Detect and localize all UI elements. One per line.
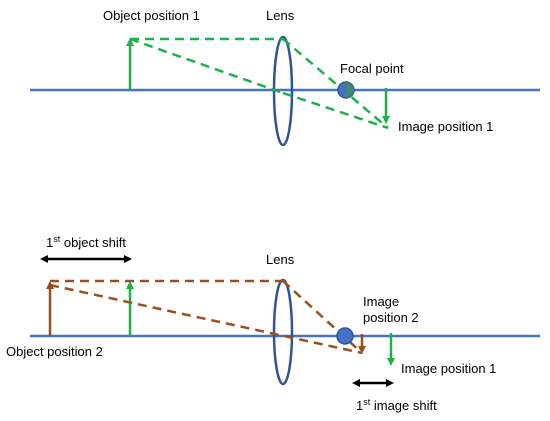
object-shift-text: object shift: [60, 235, 126, 250]
bottom-focal-point: [336, 327, 354, 345]
image-shift-sup: st: [363, 397, 371, 407]
image2-label-line2: position 2: [363, 310, 419, 325]
top-ray-focal: [282, 91, 389, 130]
bottom-lens: [272, 278, 294, 386]
object-shift-num: 1: [46, 235, 53, 250]
top-object-label: Object position 1: [103, 8, 200, 23]
top-lens-label: Lens: [266, 8, 295, 23]
top-focal-label: Focal point: [340, 61, 404, 76]
image-shift-num: 1: [356, 398, 363, 413]
top-ray-refracted: [282, 38, 389, 129]
bottom-ray-refracted: [282, 280, 363, 354]
top-image-label: Image position 1: [398, 119, 493, 134]
object2-label: Object position 2: [6, 344, 103, 359]
bottom-lens-label: Lens: [266, 252, 295, 267]
bottom-image1-label: Image position 1: [401, 361, 496, 376]
object-shift-label: 1st object shift: [46, 234, 126, 250]
image-shift-label: 1st image shift: [356, 397, 437, 413]
top-focal-point-accent: [346, 82, 354, 98]
bottom-ray-center: [49, 283, 363, 355]
top-diagram: Object position 1 Lens Focal point Image…: [30, 8, 540, 147]
image2-label-line1: Image: [363, 294, 399, 309]
top-ray-center: [129, 37, 284, 95]
image-shift-text: image shift: [370, 398, 437, 413]
object-shift-sup: st: [53, 234, 61, 244]
bottom-diagram: 1st object shift Lens Image position 2 O…: [6, 234, 540, 413]
